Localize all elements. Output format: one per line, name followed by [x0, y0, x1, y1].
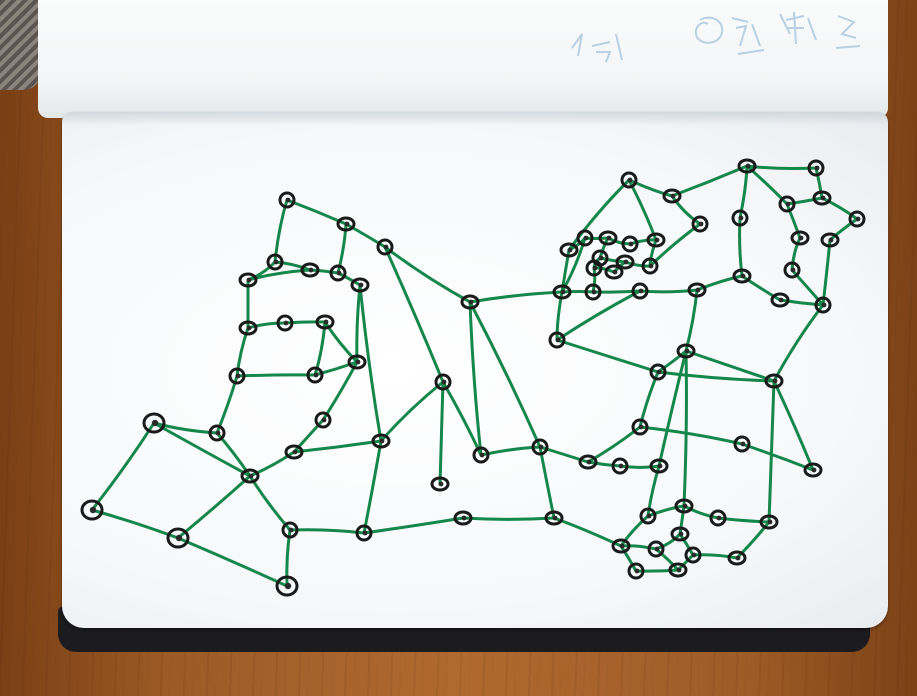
graph-edge [630, 240, 656, 244]
graph-edge [470, 292, 562, 302]
graph-edge [357, 285, 360, 362]
graph-edge [360, 285, 381, 441]
graph-edge [470, 302, 481, 455]
graph-node [622, 173, 636, 187]
graph-edge [769, 381, 774, 522]
graph-edge [593, 268, 595, 292]
graph-node [850, 212, 864, 226]
graph-edge [178, 476, 250, 538]
graph-edge [830, 219, 857, 240]
graph-edge [774, 305, 823, 381]
graph-edge [640, 372, 658, 427]
graph-node [144, 414, 164, 432]
graph-node [664, 190, 680, 202]
graph-edge [557, 340, 658, 372]
graph-edge [747, 166, 816, 169]
graph-edge [250, 476, 290, 530]
graph-edge [294, 441, 381, 452]
graph-edge [600, 258, 625, 262]
graph-edge [381, 382, 443, 441]
graph-edge [588, 427, 640, 462]
graph-edge [656, 549, 678, 570]
graph-node [378, 240, 392, 254]
graph-edge [686, 290, 697, 351]
graph-edge [92, 510, 178, 538]
graph-edge [554, 518, 621, 546]
graph-edges [92, 166, 857, 586]
graph-edge [237, 375, 315, 376]
graph-edge [178, 538, 287, 586]
graph-edge [463, 518, 554, 519]
graph-node [168, 529, 188, 547]
graph-edge [92, 423, 154, 510]
graph-edge [364, 518, 463, 533]
graph-edge [287, 200, 346, 224]
graph-edge [275, 200, 287, 262]
graph-node [316, 413, 330, 427]
graph-node [805, 464, 821, 476]
graph-edge [740, 218, 742, 276]
graph-edge [540, 447, 554, 518]
faint-handwriting [572, 12, 860, 62]
graph-edge [470, 302, 540, 447]
graph-edge [823, 240, 830, 305]
graph-edge [290, 530, 364, 533]
graph-edge [481, 447, 540, 455]
graph-edge [364, 441, 381, 533]
graph-edge [625, 262, 650, 266]
graph-node [82, 501, 102, 519]
graph-edge [310, 270, 338, 273]
graph-node [242, 470, 258, 482]
graph-edge [440, 382, 443, 484]
graph-edge [640, 427, 742, 444]
graph-node [693, 217, 707, 231]
graph-node [606, 266, 622, 278]
graph-edge [217, 376, 237, 433]
graph-edge [672, 166, 747, 196]
